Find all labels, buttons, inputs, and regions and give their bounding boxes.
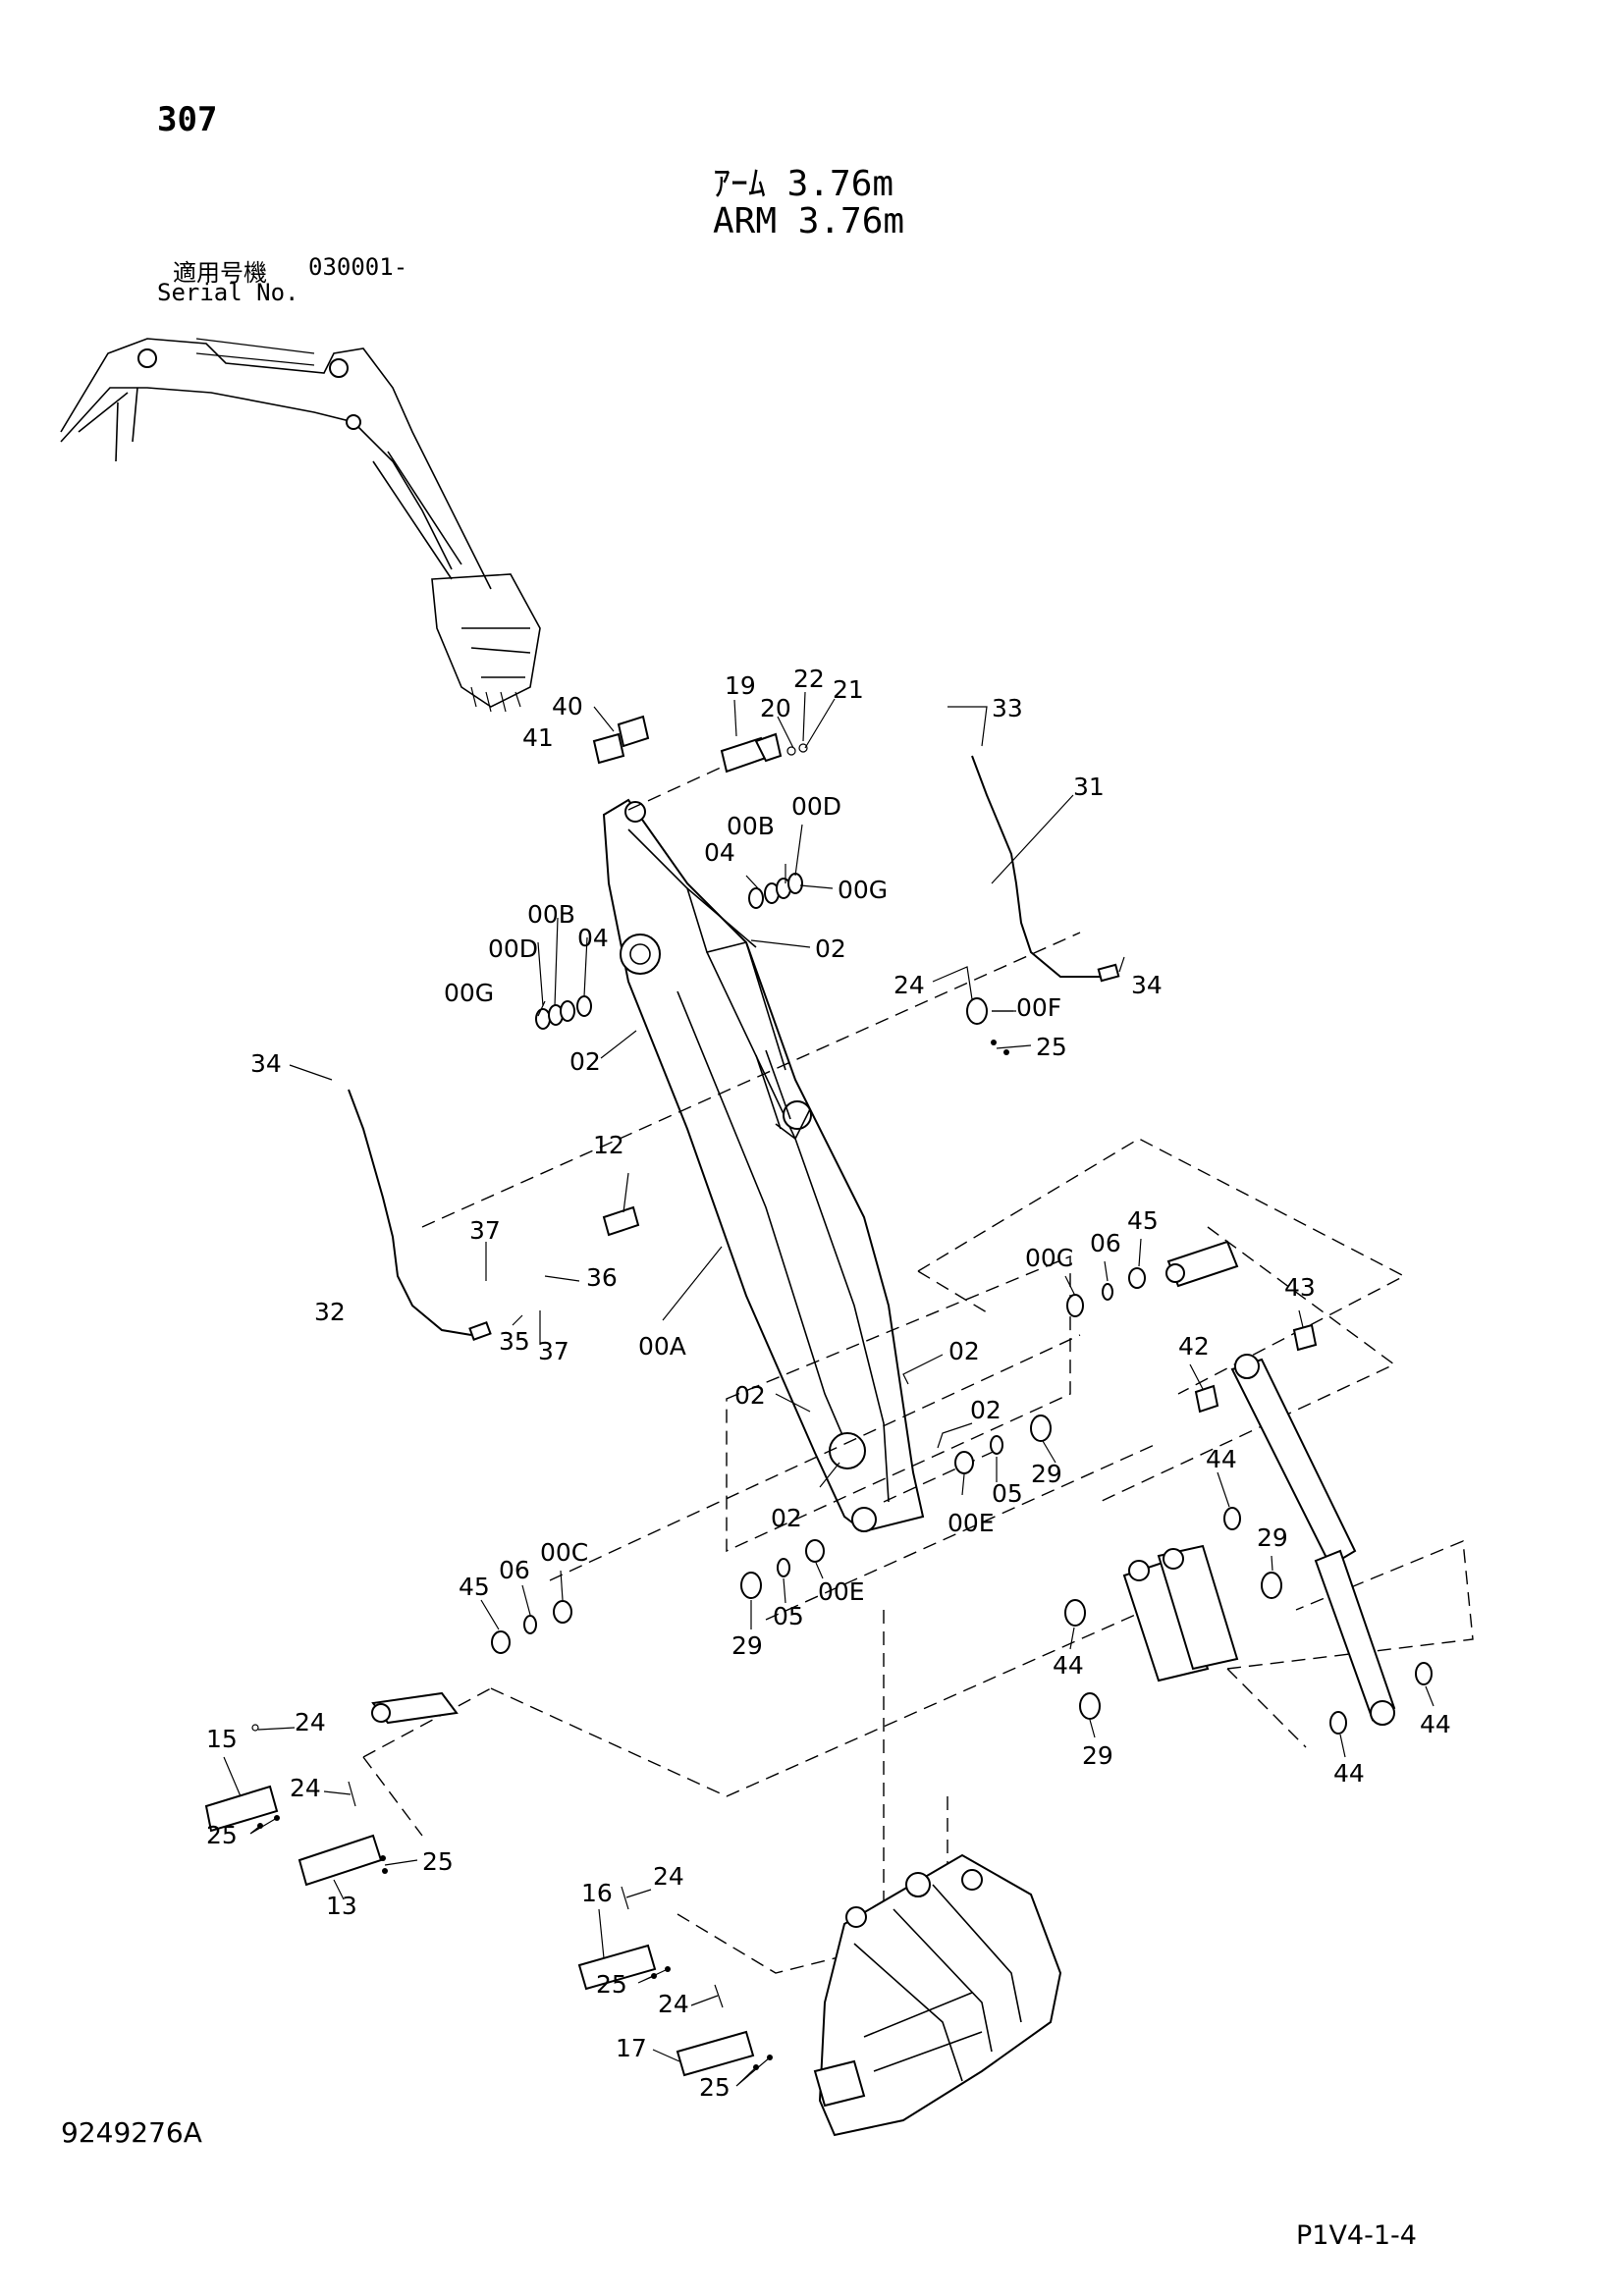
callout-43: 43 — [1284, 1273, 1316, 1302]
callout-05-upper: 05 — [992, 1479, 1023, 1508]
callout-16: 16 — [581, 1879, 613, 1907]
callout-00D-left: 00D — [488, 934, 538, 963]
callout-25-d: 25 — [699, 2073, 731, 2102]
callout-00B-upper: 00B — [727, 812, 775, 840]
callout-37-upper: 37 — [469, 1216, 501, 1245]
callout-19: 19 — [725, 671, 756, 700]
callout-12: 12 — [593, 1131, 624, 1159]
callout-31: 31 — [1073, 773, 1105, 801]
callout-00E-upper: 00E — [947, 1509, 995, 1537]
callout-00C-upper: 00C — [1025, 1244, 1073, 1272]
callout-45-lower: 45 — [459, 1573, 490, 1601]
callout-02-upper: 02 — [815, 934, 846, 963]
callout-22: 22 — [793, 665, 825, 693]
title-japanese: ｱｰﾑ 3.76m — [713, 164, 894, 204]
callout-24-d: 24 — [658, 1990, 689, 2018]
machine-overview-drawing — [60, 338, 541, 713]
page-code: P1V4-1-4 — [1296, 2220, 1417, 2251]
callout-29-bottom: 29 — [1082, 1741, 1113, 1770]
callout-29-lower: 29 — [731, 1631, 763, 1660]
callout-36: 36 — [586, 1263, 618, 1292]
callout-05-lower: 05 — [773, 1602, 804, 1630]
page-number: 307 — [157, 100, 218, 139]
callout-00B-left: 00B — [527, 900, 575, 929]
callout-44-b: 44 — [1053, 1651, 1084, 1680]
serial-label-english: Serial No. — [157, 279, 299, 306]
callout-41: 41 — [522, 723, 554, 752]
callout-00F: 00F — [1016, 993, 1061, 1022]
callout-32: 32 — [314, 1298, 346, 1326]
callout-labels: 40 41 19 22 21 20 33 31 00D 00B 04 00G 0… — [206, 665, 1451, 2102]
callout-04-left: 04 — [577, 924, 609, 952]
callout-45-upper: 45 — [1127, 1206, 1159, 1235]
hose-lines — [348, 755, 1120, 1341]
callout-21: 21 — [833, 675, 864, 704]
callout-24-a: 24 — [295, 1708, 326, 1736]
callout-35: 35 — [499, 1327, 530, 1356]
callout-34-right: 34 — [1131, 971, 1163, 999]
callout-24-upper: 24 — [893, 971, 925, 999]
callout-44-c: 44 — [1420, 1710, 1451, 1738]
callout-leaders — [223, 691, 1435, 2087]
callout-40: 40 — [552, 692, 583, 721]
assembly-dashed-lines — [362, 755, 1474, 1974]
callout-24-c: 24 — [653, 1862, 684, 1891]
pins-and-parts — [204, 715, 1433, 2077]
callout-42: 42 — [1178, 1332, 1210, 1361]
callout-24-b: 24 — [290, 1774, 321, 1802]
callout-44-a: 44 — [1206, 1445, 1237, 1473]
title-english: ARM 3.76m — [713, 201, 905, 241]
callout-29-right: 29 — [1257, 1523, 1288, 1552]
callout-29-upper: 29 — [1031, 1460, 1062, 1488]
callout-06-lower: 06 — [499, 1556, 530, 1584]
callout-13: 13 — [326, 1892, 357, 1920]
arm-body-00A — [602, 798, 925, 1533]
callout-00G-upper: 00G — [838, 876, 888, 904]
callout-00C-lower: 00C — [540, 1538, 588, 1567]
serial-label-japanese: 適用号機 — [173, 259, 267, 287]
callout-00A: 00A — [638, 1332, 686, 1361]
callout-02-right-c: 02 — [970, 1396, 1001, 1424]
callout-25-a: 25 — [206, 1821, 238, 1849]
callout-02-right-a: 02 — [948, 1337, 980, 1365]
callout-25-upper: 25 — [1036, 1033, 1067, 1061]
callout-00G-left: 00G — [444, 979, 494, 1007]
callout-33: 33 — [992, 694, 1023, 722]
callout-25-b: 25 — [422, 1847, 454, 1876]
callout-00D-upper: 00D — [791, 792, 841, 821]
callout-34-left: 34 — [250, 1049, 282, 1078]
drawing-number: 9249276A — [61, 2116, 202, 2149]
callout-02-left: 02 — [569, 1047, 601, 1076]
callout-02-lower: 02 — [771, 1504, 802, 1532]
callout-04-upper: 04 — [704, 838, 735, 867]
callout-00E-lower: 00E — [818, 1577, 865, 1606]
callout-44-d: 44 — [1333, 1759, 1365, 1788]
callout-15: 15 — [206, 1725, 238, 1753]
bucket — [813, 1853, 1062, 2137]
callout-20: 20 — [760, 694, 791, 722]
callout-17: 17 — [616, 2034, 647, 2062]
serial-number-value: 030001- — [308, 253, 408, 281]
callout-37-lower: 37 — [538, 1337, 569, 1365]
callout-06-upper: 06 — [1090, 1229, 1121, 1257]
callout-02-right-b: 02 — [734, 1381, 766, 1410]
callout-25-c: 25 — [596, 1970, 627, 1999]
